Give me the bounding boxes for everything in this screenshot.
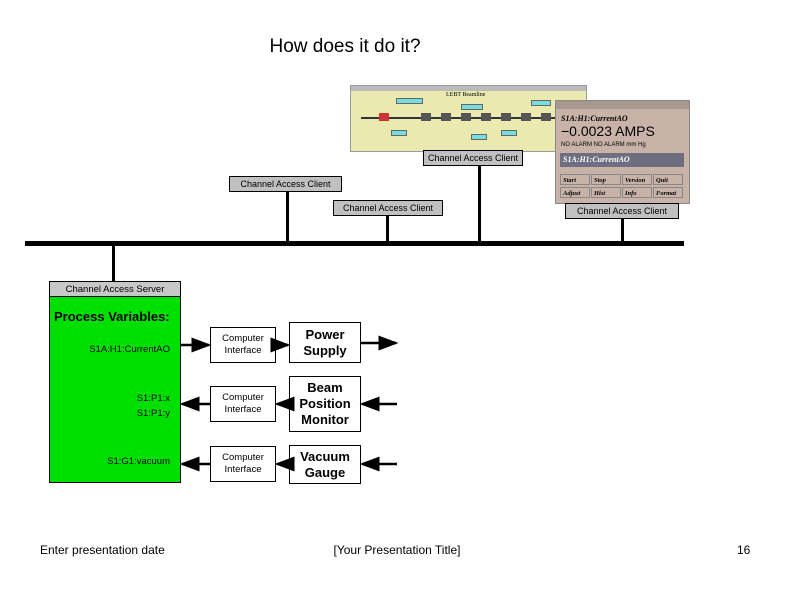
process-variables-panel: Process Variables: S1A:H1:CurrentAO S1:P… [49, 297, 181, 483]
slide-title: How does it do it? [269, 36, 421, 57]
probe-pv-input[interactable]: S1A:H1:CurrentAO [560, 153, 684, 167]
probe-value: −0.0023 AMPS [561, 123, 655, 139]
network-bus [25, 241, 684, 246]
footer-date: Enter presentation date [40, 543, 165, 557]
client-label-right: Channel Access Client [565, 203, 679, 219]
device-beam-position-monitor: Beam Position Monitor [289, 376, 361, 432]
footer-title: [Your Presentation Title] [333, 543, 461, 557]
connector [386, 216, 389, 242]
server-header: Channel Access Server [49, 281, 181, 297]
quit-button[interactable]: Quit [653, 174, 683, 185]
client-label-left: Channel Access Client [229, 176, 342, 192]
pv-item: S1A:H1:CurrentAO [89, 344, 170, 355]
computer-interface: Computer Interface [210, 386, 276, 422]
connector [621, 219, 624, 242]
connector [112, 246, 115, 281]
beamline-window-title: LEBT Beamline [446, 92, 486, 98]
pv-item: S1:G1:vacuum [107, 456, 170, 467]
page-number: 16 [737, 543, 751, 557]
pv-heading: Process Variables: [54, 309, 170, 324]
hist-button[interactable]: Hist [591, 187, 621, 198]
connector [286, 192, 289, 242]
stop-button[interactable]: Stop [591, 174, 621, 185]
format-button[interactable]: Format [653, 187, 683, 198]
probe-window: S1A:H1:CurrentAO −0.0023 AMPS NO ALARM N… [555, 100, 690, 204]
probe-pv-name: S1A:H1:CurrentAO [561, 114, 628, 123]
pv-item: S1:P1:x [136, 393, 170, 404]
connector [478, 166, 481, 242]
info-button[interactable]: Info [622, 187, 652, 198]
computer-interface: Computer Interface [210, 446, 276, 482]
device-power-supply: Power Supply [289, 322, 361, 363]
pv-item: S1:P1:y [136, 408, 170, 419]
client-label-top: Channel Access Client [423, 150, 523, 166]
client-label-middle: Channel Access Client [333, 200, 443, 216]
version-button[interactable]: Version [622, 174, 652, 185]
probe-alarm: NO ALARM NO ALARM mm Hg [561, 142, 646, 148]
adjust-button[interactable]: Adjust [560, 187, 590, 198]
start-button[interactable]: Start [560, 174, 590, 185]
computer-interface: Computer Interface [210, 327, 276, 363]
